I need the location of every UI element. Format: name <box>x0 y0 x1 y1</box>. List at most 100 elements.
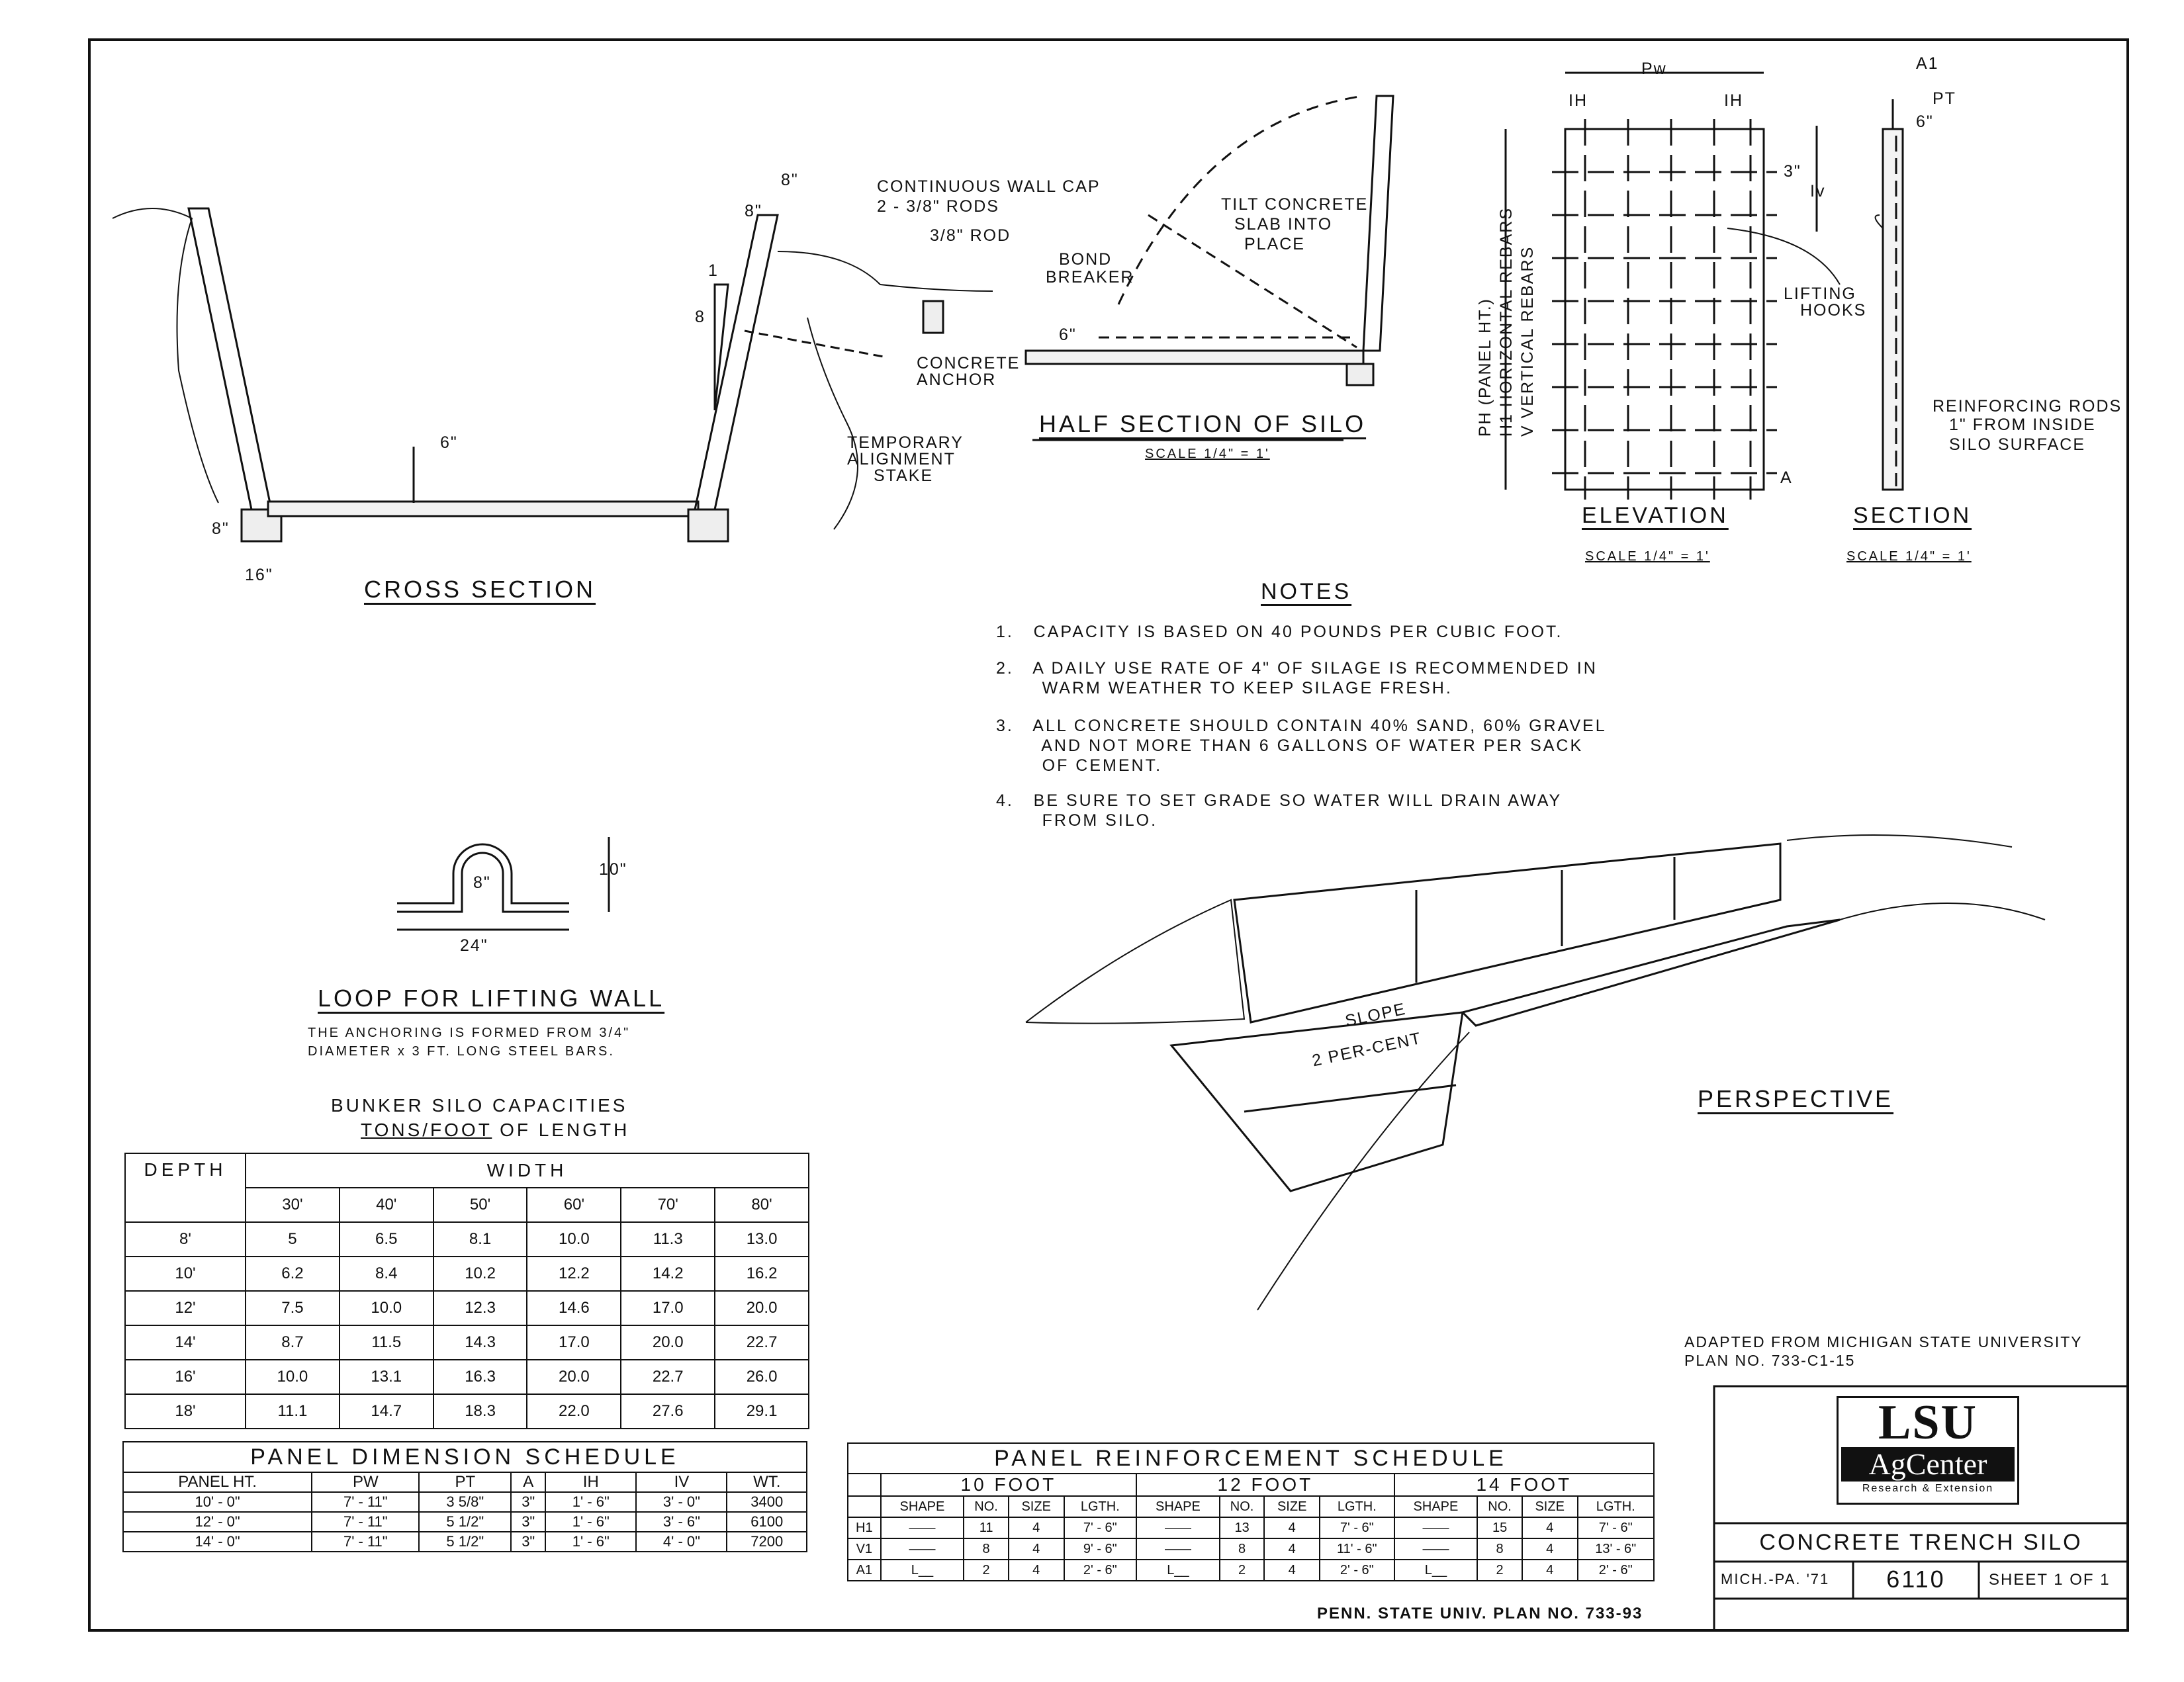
concrete-anchor-label-1: CONCRETE <box>917 354 1021 373</box>
capacity-cell: 11.3 <box>620 1221 716 1257</box>
subheader-cell: SHAPE <box>1393 1495 1479 1518</box>
reinforcement-cell: 4 <box>1007 1538 1065 1560</box>
reinforcement-cell: 8 <box>1218 1538 1265 1560</box>
subheader-cell: SIZE <box>1007 1495 1065 1518</box>
width-cell: 50' <box>432 1187 528 1223</box>
cross-section-drawing <box>112 207 993 543</box>
dimension-cell: 7' - 11" <box>311 1531 420 1552</box>
subheader-cell: NO. <box>1477 1495 1523 1518</box>
reinforcement-cell: 2 <box>1477 1559 1523 1581</box>
capacity-cell: 10.2 <box>432 1256 528 1292</box>
capacity-cell: 5 <box>245 1221 340 1257</box>
note-2: 2. A DAILY USE RATE OF 4" OF SILAGE IS R… <box>996 659 1598 697</box>
reinforcement-cell: —— <box>1393 1517 1479 1539</box>
lsu-agcenter-logo: LSU AgCenter Research & Extension <box>1837 1396 2019 1505</box>
mich-pa: MICH.-PA. '71 <box>1721 1571 1830 1587</box>
reinforcement-cell: —— <box>880 1517 965 1539</box>
group-header: 14 FOOT <box>1393 1473 1655 1497</box>
reinforcing-label-2: 1" FROM INSIDE <box>1949 416 2096 434</box>
reinforcement-cell: 9' - 6" <box>1063 1538 1138 1560</box>
depth-cell: 18' <box>124 1394 246 1429</box>
capacity-cell: 22.7 <box>714 1325 809 1360</box>
wall-cap-label: CONTINUOUS WALL CAP <box>877 177 1101 196</box>
concrete-anchor-label-2: ANCHOR <box>917 371 997 389</box>
header-cell: IH <box>545 1472 637 1493</box>
dim-6: 6" <box>440 433 458 452</box>
dimension-cell: 4' - 0" <box>635 1531 728 1552</box>
capacity-cell: 20.0 <box>526 1359 622 1395</box>
iv-label: Iv <box>1810 182 1826 200</box>
subheader-cell: SIZE <box>1521 1495 1578 1518</box>
reinforcement-cell: 4 <box>1007 1559 1065 1581</box>
header-cell: IV <box>635 1472 728 1493</box>
reinforcement-cell: 15 <box>1477 1517 1523 1539</box>
half-section-scale: SCALE 1/4" = 1' <box>1145 447 1270 461</box>
dimension-cell: 7' - 11" <box>311 1511 420 1532</box>
reinforcement-cell: —— <box>1136 1538 1220 1560</box>
elevation-drawing <box>1504 71 1841 500</box>
header-cell: PW <box>311 1472 420 1493</box>
capacities-title-1: BUNKER SILO CAPACITIES <box>331 1095 628 1116</box>
temporary-stake-label-2: ALIGNMENT <box>847 450 956 468</box>
rods-label: 2 - 3/8" RODS <box>877 197 999 216</box>
dimension-cell: 3' - 6" <box>635 1511 728 1532</box>
panel-dimension-title: PANEL DIMENSION SCHEDULE <box>122 1441 807 1473</box>
section-title: SECTION <box>1853 503 1972 528</box>
capacity-cell: 11.1 <box>245 1394 340 1429</box>
dimension-cell: 10' - 0" <box>122 1491 313 1513</box>
tilt-label-1: TILT CONCRETE <box>1221 195 1369 214</box>
temporary-stake-label-3: STAKE <box>874 466 934 485</box>
dim-8-top: 8" <box>781 171 799 189</box>
half-section-drawing <box>1024 95 1394 441</box>
perspective-drawing <box>1025 834 2046 1311</box>
reinforcement-cell: 8 <box>963 1538 1009 1560</box>
elevation-scale: SCALE 1/4" = 1' <box>1585 549 1710 564</box>
dimension-cell: 3400 <box>726 1491 807 1513</box>
reinforcement-cell: 8 <box>1477 1538 1523 1560</box>
capacity-cell: 20.0 <box>620 1325 716 1360</box>
note-3: 3. ALL CONCRETE SHOULD CONTAIN 40% SAND,… <box>996 717 1607 775</box>
subheader-cell: SIZE <box>1263 1495 1320 1518</box>
capacity-cell: 14.3 <box>432 1325 528 1360</box>
width-cell: 30' <box>245 1187 340 1223</box>
reinforcement-cell: 2' - 6" <box>1319 1559 1395 1581</box>
notes-title: NOTES <box>1261 579 1352 604</box>
bond-breaker-1: BOND <box>1059 250 1113 269</box>
capacity-cell: 8.4 <box>338 1256 434 1292</box>
reinforcement-cell: 7' - 6" <box>1063 1517 1138 1539</box>
adapted-from-2: PLAN NO. 733-C1-15 <box>1684 1352 1856 1369</box>
dimension-cell: 3' - 0" <box>635 1491 728 1513</box>
half-dim-6: 6" <box>1059 326 1077 344</box>
capacity-cell: 13.0 <box>714 1221 809 1257</box>
ih-right: IH <box>1724 91 1743 110</box>
reinforcement-cell: L__ <box>880 1559 965 1581</box>
width-cell: 40' <box>338 1187 434 1223</box>
dim-8-side: 8" <box>745 202 762 220</box>
depth-header: DEPTH <box>124 1153 246 1223</box>
drawing-title: CONCRETE TRENCH SILO <box>1759 1530 2083 1555</box>
dimension-cell: 1' - 6" <box>545 1491 637 1513</box>
reinforcement-cell: 2' - 6" <box>1576 1559 1655 1581</box>
a1-label: A1 <box>1916 54 1939 73</box>
panel-ht-label: PH (PANEL HT.) <box>1476 298 1494 437</box>
reinforcement-cell: 11' - 6" <box>1319 1538 1395 1560</box>
loop-dim-8: 8" <box>473 873 491 892</box>
capacity-cell: 7.5 <box>245 1290 340 1326</box>
subheader-cell: LGTH. <box>1319 1495 1395 1518</box>
capacity-cell: 10.0 <box>338 1290 434 1326</box>
subheader-cell: SHAPE <box>1136 1495 1220 1518</box>
slope-8: 8 <box>695 308 705 326</box>
lifting-hooks-1: LIFTING <box>1784 285 1856 303</box>
section-dim-6: 6" <box>1916 112 1934 131</box>
capacities-title-2: TONS/FOOT OF LENGTH <box>361 1120 629 1141</box>
dim-16: 16" <box>245 566 273 584</box>
reinforcement-cell: 4 <box>1263 1517 1320 1539</box>
capacity-cell: 8.1 <box>432 1221 528 1257</box>
corner-cell <box>847 1473 882 1497</box>
